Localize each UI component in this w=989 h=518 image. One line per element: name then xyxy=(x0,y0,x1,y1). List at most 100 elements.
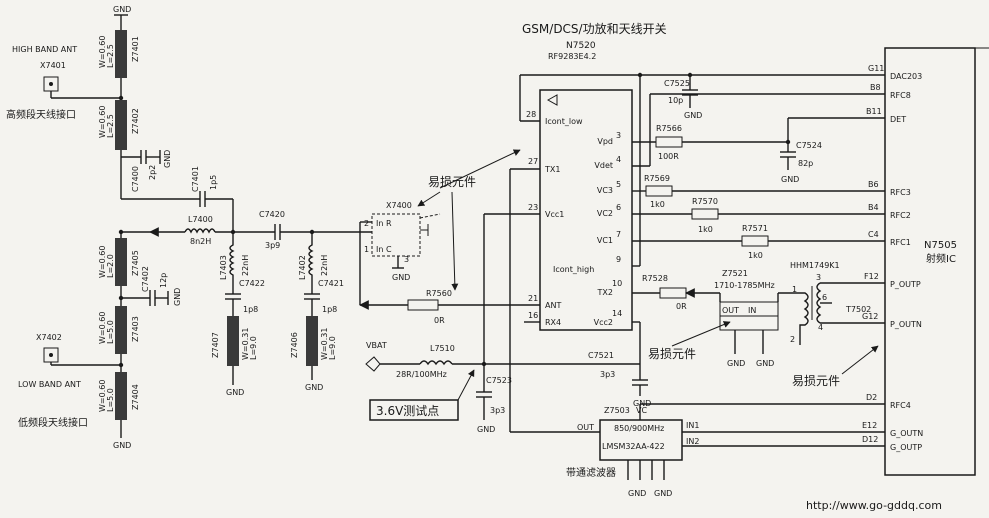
r7571-val: 1k0 xyxy=(748,251,763,260)
c7524-val: 82p xyxy=(798,159,813,168)
resistor-r7528 xyxy=(659,287,687,299)
balun-ref: T7502 xyxy=(845,305,871,314)
svg-text:28: 28 xyxy=(526,110,536,119)
svg-text:Vpd: Vpd xyxy=(597,137,613,146)
microstrip-z7403 xyxy=(115,306,127,354)
test-point-box xyxy=(369,399,459,421)
svg-text:TX2: TX2 xyxy=(597,288,613,297)
svg-text:GND: GND xyxy=(628,489,646,498)
z7406-length: L=9.0 xyxy=(328,336,337,360)
svg-text:RFC1: RFC1 xyxy=(890,238,911,247)
r7570-ref: R7570 xyxy=(692,197,718,206)
svg-text:IN1: IN1 xyxy=(686,421,699,430)
z7404-width: W=0.60 xyxy=(98,380,107,412)
footer-url: http://www.go-gddq.com xyxy=(806,499,942,512)
pa-part: RF9283E4.2 xyxy=(548,52,596,61)
svg-text:GND: GND xyxy=(305,383,323,392)
svg-text:RFC3: RFC3 xyxy=(890,188,911,197)
svg-text:3: 3 xyxy=(616,131,621,140)
c7402-val: 12p xyxy=(159,273,168,288)
l7510-val: 28R/100MHz xyxy=(396,370,447,379)
c7420-ref: C7420 xyxy=(259,210,285,219)
diagram-title: GSM/DCS/功放和天线开关 xyxy=(522,21,667,36)
svg-text:IN: IN xyxy=(748,306,756,315)
z7406-width: W=0.31 xyxy=(320,328,329,360)
svg-text:D2: D2 xyxy=(866,393,877,402)
svg-text:G12: G12 xyxy=(862,312,878,321)
svg-text:TX1: TX1 xyxy=(544,165,560,174)
c7402-ref: C7402 xyxy=(141,266,150,292)
z7403-length: L=5.0 xyxy=(106,320,115,344)
svg-text:6: 6 xyxy=(822,293,827,302)
transformer-t7502 xyxy=(799,292,809,345)
svg-text:P_OUTN: P_OUTN xyxy=(890,320,922,329)
svg-text:5: 5 xyxy=(616,180,621,189)
svg-text:GND: GND xyxy=(654,489,672,498)
svg-text:3: 3 xyxy=(404,255,409,264)
z7521-ref: Z7521 xyxy=(722,269,748,278)
svg-text:6: 6 xyxy=(616,203,621,212)
c7420-val: 3p9 xyxy=(265,241,280,250)
microstrip-z7406 xyxy=(306,316,318,366)
r7569-val: 1k0 xyxy=(650,200,665,209)
l7402-ref: L7402 xyxy=(298,255,307,280)
svg-text:3: 3 xyxy=(816,273,821,282)
c7525-ref: C7525 xyxy=(664,79,690,88)
c7400-val: 2p2 xyxy=(148,165,157,180)
svg-text:VC3: VC3 xyxy=(597,186,613,195)
l7510-ref: L7510 xyxy=(430,344,455,353)
svg-text:VC2: VC2 xyxy=(597,209,613,218)
high-band-ant-title: HIGH BAND ANT xyxy=(12,45,77,54)
svg-text:OUT: OUT xyxy=(577,423,594,432)
svg-text:23: 23 xyxy=(528,203,538,212)
svg-text:DAC203: DAC203 xyxy=(890,72,922,81)
z7401-length: L=2.5 xyxy=(106,44,115,68)
z7521-freq: 1710-1785MHz xyxy=(714,281,775,290)
svg-text:Vdet: Vdet xyxy=(594,161,613,170)
c7523-ref: C7523 xyxy=(486,376,512,385)
svg-text:G_OUTN: G_OUTN xyxy=(890,429,923,438)
svg-text:GND: GND xyxy=(392,273,410,282)
svg-text:GND: GND xyxy=(477,425,495,434)
microstrip-z7402 xyxy=(115,100,127,150)
svg-text:1: 1 xyxy=(364,245,369,254)
svg-text:21: 21 xyxy=(528,294,538,303)
svg-text:LMSM32AA-422: LMSM32AA-422 xyxy=(602,442,665,451)
pa-chip-n7520 xyxy=(539,89,633,331)
svg-text:G_OUTP: G_OUTP xyxy=(890,443,922,452)
svg-text:E12: E12 xyxy=(862,421,877,430)
x7401-ref: X7401 xyxy=(40,61,66,70)
c7525-val: 10p xyxy=(668,96,683,105)
svg-text:2: 2 xyxy=(790,335,795,344)
z7407-length: L=9.0 xyxy=(249,336,258,360)
svg-text:B11: B11 xyxy=(866,107,882,116)
r7528-val: 0R xyxy=(676,302,687,311)
svg-text:27: 27 xyxy=(528,157,538,166)
svg-text:VC: VC xyxy=(636,406,647,415)
microstrip-z7407 xyxy=(227,316,239,366)
svg-text:B4: B4 xyxy=(868,203,879,212)
svg-text:10: 10 xyxy=(612,279,622,288)
svg-text:Vcc1: Vcc1 xyxy=(545,210,564,219)
c7401-val: 1p5 xyxy=(209,175,218,190)
z7403-ref: Z7403 xyxy=(131,316,140,342)
l7400-ref: L7400 xyxy=(188,215,213,224)
svg-text:G11: G11 xyxy=(868,64,884,73)
svg-text:P_OUTP: P_OUTP xyxy=(890,280,921,289)
svg-text:C4: C4 xyxy=(868,230,879,239)
svg-text:850/900MHz: 850/900MHz xyxy=(614,424,664,433)
svg-text:RFC8: RFC8 xyxy=(890,91,911,100)
resistor-r7566 xyxy=(655,136,683,148)
vbat-connector xyxy=(365,356,381,372)
svg-text:In R: In R xyxy=(376,219,392,228)
x7402-ref: X7402 xyxy=(36,333,62,342)
r7528-ref: R7528 xyxy=(642,274,668,283)
svg-text:RFC2: RFC2 xyxy=(890,211,911,220)
balun-part: HHM1749K1 xyxy=(790,261,840,270)
c7523-val: 3p3 xyxy=(490,406,505,415)
z7404-ref: Z7404 xyxy=(131,384,140,410)
svg-text:GND: GND xyxy=(684,111,702,120)
z7405-length: L=2.0 xyxy=(106,254,115,278)
svg-text:4: 4 xyxy=(818,323,823,332)
